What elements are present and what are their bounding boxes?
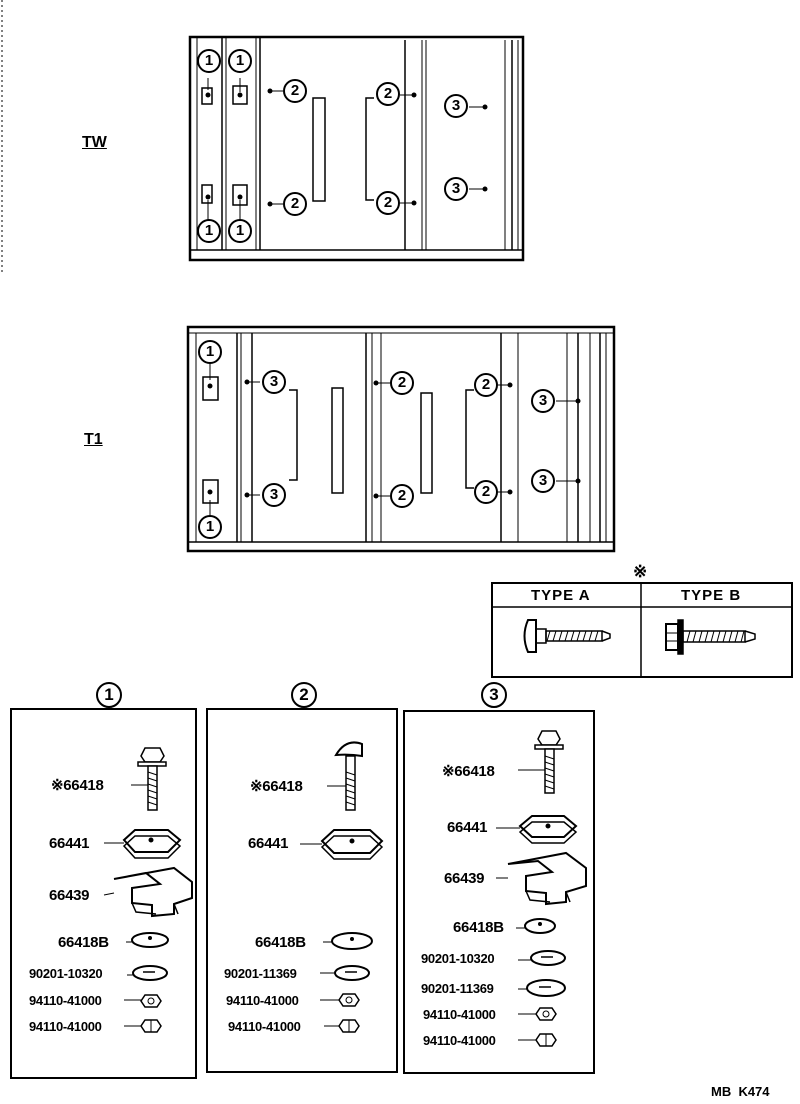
part-label: 66418B — [255, 934, 306, 951]
callout-1: 1 — [198, 340, 222, 364]
part-label: 94110-41000 — [228, 1019, 301, 1034]
type-b-header: TYPE B — [681, 587, 742, 604]
part-label: 66439 — [444, 870, 485, 887]
part-label: 66441 — [447, 819, 488, 836]
callout-3: 3 — [262, 370, 286, 394]
part-label: 66418B — [453, 919, 504, 936]
callout-3: 3 — [531, 389, 555, 413]
t1-bed-diagram — [186, 325, 616, 553]
figure-code: MB K474 — [711, 1084, 770, 1099]
kit-2-artwork — [300, 741, 384, 1033]
part-label: ※66418 — [51, 777, 104, 794]
part-label: 94110-41000 — [226, 993, 299, 1008]
part-label: 94110-41000 — [423, 1033, 496, 1048]
callout-1: 1 — [197, 219, 221, 243]
part-label: ※66418 — [442, 763, 495, 780]
part-label: 66441 — [248, 835, 289, 852]
variant-label-tw: TW — [82, 134, 107, 151]
part-label: 66441 — [49, 835, 90, 852]
callout-2: 2 — [283, 192, 307, 216]
part-label: 94110-41000 — [423, 1007, 496, 1022]
kit-2-callout: 2 — [291, 682, 317, 708]
part-label: ※66418 — [250, 778, 303, 795]
part-label: 90201-11369 — [224, 966, 297, 981]
kit-3-artwork — [496, 730, 587, 1047]
variant-label-t1: T1 — [84, 431, 103, 448]
callout-1: 1 — [197, 49, 221, 73]
kit-1-artwork — [103, 747, 193, 1033]
part-label: 94110-41000 — [29, 1019, 102, 1034]
part-label: 66418B — [58, 934, 109, 951]
callout-1: 1 — [228, 49, 252, 73]
tw-bed-diagram — [188, 35, 525, 262]
part-label: 90201-10320 — [29, 966, 103, 981]
kit-1-callout: 1 — [96, 682, 122, 708]
type-b-bolt-icon — [665, 619, 756, 655]
callout-2: 2 — [390, 484, 414, 508]
type-table — [491, 582, 793, 678]
type-table-mark: ※ — [633, 562, 649, 581]
part-label: 66439 — [49, 887, 90, 904]
callout-3: 3 — [262, 483, 286, 507]
kit-3-callout: 3 — [481, 682, 507, 708]
kit-panels — [10, 708, 595, 1079]
callout-2: 2 — [376, 82, 400, 106]
callout-3: 3 — [531, 469, 555, 493]
type-a-header: TYPE A — [531, 587, 591, 604]
callout-2: 2 — [474, 373, 498, 397]
part-label: 90201-10320 — [421, 951, 495, 966]
callout-2: 2 — [390, 371, 414, 395]
callout-2: 2 — [376, 191, 400, 215]
callout-2: 2 — [283, 79, 307, 103]
callout-3: 3 — [444, 177, 468, 201]
callout-1: 1 — [228, 219, 252, 243]
callout-2: 2 — [474, 480, 498, 504]
part-label: 94110-41000 — [29, 993, 102, 1008]
callout-3: 3 — [444, 94, 468, 118]
callout-1: 1 — [198, 515, 222, 539]
type-a-bolt-icon — [523, 619, 611, 653]
part-label: 90201-11369 — [421, 981, 494, 996]
